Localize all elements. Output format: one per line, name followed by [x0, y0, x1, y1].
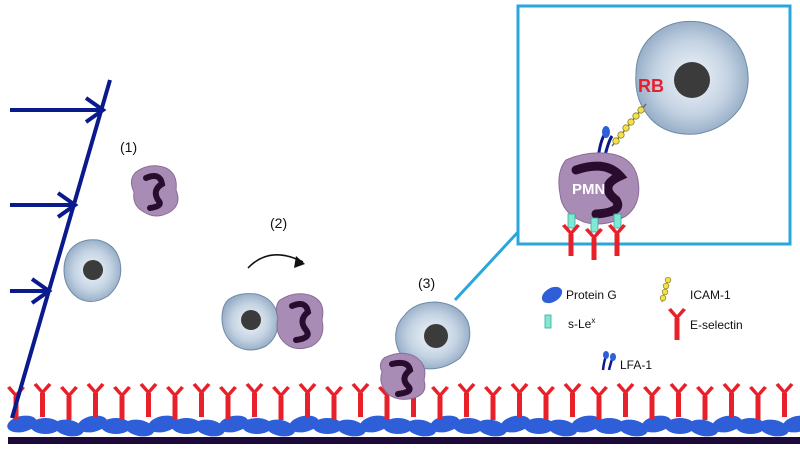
protein-g-molecule: [406, 419, 437, 437]
legend: Protein G ICAM-1 s-Lex E-selectin LFA-1: [541, 276, 743, 372]
substrate-floor: [8, 437, 800, 444]
protein-g-molecule: [477, 419, 507, 437]
e-selectin-receptor: [33, 383, 52, 417]
e-selectin-receptor: [60, 386, 78, 420]
e-selectin-receptor: [245, 383, 264, 417]
zoom-inset: RB PMN: [516, 4, 792, 260]
protein-g-molecule: [571, 415, 601, 433]
e-selectin-receptor: [616, 383, 635, 417]
e-selectin-receptor: [590, 386, 608, 420]
lfa1-legend-icon: [601, 351, 616, 371]
legend-lfa1: LFA-1: [620, 358, 652, 372]
protein-g-molecule: [54, 419, 84, 437]
protein-g-molecule: [30, 418, 61, 434]
sle-legend-icon: [544, 314, 552, 329]
protein-g-molecule: [171, 418, 202, 434]
protein-g-molecule: [101, 418, 131, 434]
e-selectin-receptor: [537, 386, 555, 420]
legend-sle: s-Lex: [568, 316, 595, 331]
e-selectin-receptor: [139, 383, 158, 417]
protein-g-molecule: [312, 418, 343, 434]
legend-eselectin: E-selectin: [690, 318, 743, 332]
e-selectin-receptor: [643, 386, 661, 420]
protein-g-legend-icon: [541, 286, 563, 304]
e-selectin-receptor: [749, 386, 767, 420]
e-selectin-receptor: [219, 386, 237, 420]
inset-callout-lines: [453, 230, 520, 302]
e-selectin-receptor: [192, 383, 211, 417]
step-3-pmn-cell: [379, 352, 426, 400]
protein-g-molecule: [782, 415, 800, 433]
pmn-label: PMN: [572, 181, 605, 198]
e-selectin-receptor: [563, 383, 582, 417]
legend-protein-g: Protein G: [566, 288, 617, 302]
step-2-rb-cell: [221, 293, 279, 351]
e-selectin-receptor: [325, 386, 343, 420]
protein-g-molecule: [735, 418, 766, 434]
flow-arrow-bottom: [10, 277, 53, 305]
rb-label: RB: [638, 76, 664, 96]
e-selectin-receptor: [510, 383, 529, 417]
step-3-rb-cell: [395, 301, 471, 370]
protein-g-molecule: [594, 418, 625, 434]
legend-sle-text: s-Le: [568, 317, 592, 331]
protein-g-molecule: [712, 415, 742, 433]
inset-rb-cell: [635, 20, 749, 135]
inset-icam-chain: [611, 103, 647, 147]
protein-g-molecule: [641, 415, 672, 433]
inset-sle-posts: [567, 213, 622, 233]
protein-g-molecule: [547, 419, 578, 437]
e-selectin-receptor: [166, 386, 184, 420]
protein-g-molecule: [688, 419, 719, 437]
protein-g-molecule: [665, 418, 695, 434]
inset-pmn-cell: [558, 152, 640, 225]
step-1-pmn-cell: [130, 165, 179, 217]
protein-g-molecule: [383, 418, 413, 434]
protein-g-molecule: [759, 419, 789, 437]
protein-g-molecule: [124, 419, 155, 437]
e-selectin-receptor: [113, 386, 131, 420]
e-selectin-receptor: [669, 383, 688, 417]
e-selectin-legend-icon: [668, 308, 686, 340]
protein-g-molecule: [524, 418, 554, 434]
e-selectin-receptor: [722, 383, 741, 417]
legend-sle-superscript: x: [591, 316, 595, 325]
e-selectin-receptor: [351, 383, 370, 417]
protein-g-layer: [7, 415, 800, 437]
e-selectin-receptor: [484, 386, 502, 420]
e-selectin-receptor: [298, 383, 317, 417]
flow-arrow-mid: [10, 191, 79, 219]
step-2-label: (2): [270, 215, 287, 231]
e-selectin-receptor: [457, 383, 476, 417]
protein-g-molecule: [359, 415, 390, 433]
rotation-arrow: [247, 253, 305, 269]
protein-g-molecule: [453, 418, 484, 434]
surface: [7, 383, 800, 444]
protein-g-molecule: [242, 418, 272, 434]
step-1-rb-cell: [63, 239, 122, 302]
protein-g-molecule: [289, 415, 319, 433]
flow-profile: [10, 79, 112, 419]
e-selectin-receptor: [696, 386, 714, 420]
protein-g-molecule: [77, 415, 108, 433]
step-2-pmn-cell: [275, 293, 324, 350]
step-1-label: (1): [120, 139, 137, 155]
e-selectin-receptor: [272, 386, 290, 420]
protein-g-molecule: [195, 419, 225, 437]
legend-icam1: ICAM-1: [690, 288, 731, 302]
e-selectin-layer: [7, 383, 794, 420]
e-selectin-receptor: [775, 383, 794, 417]
protein-g-molecule: [336, 419, 366, 437]
e-selectin-receptor: [86, 383, 105, 417]
flow-arrow-top: [10, 96, 107, 124]
protein-g-molecule: [618, 419, 648, 437]
icam1-legend-icon: [659, 276, 672, 303]
protein-g-molecule: [265, 419, 296, 437]
flow-profile-line: [10, 79, 112, 419]
e-selectin-receptor: [431, 386, 449, 420]
protein-g-molecule: [500, 415, 531, 433]
step-3-label: (3): [418, 275, 435, 291]
protein-g-molecule: [148, 415, 178, 433]
